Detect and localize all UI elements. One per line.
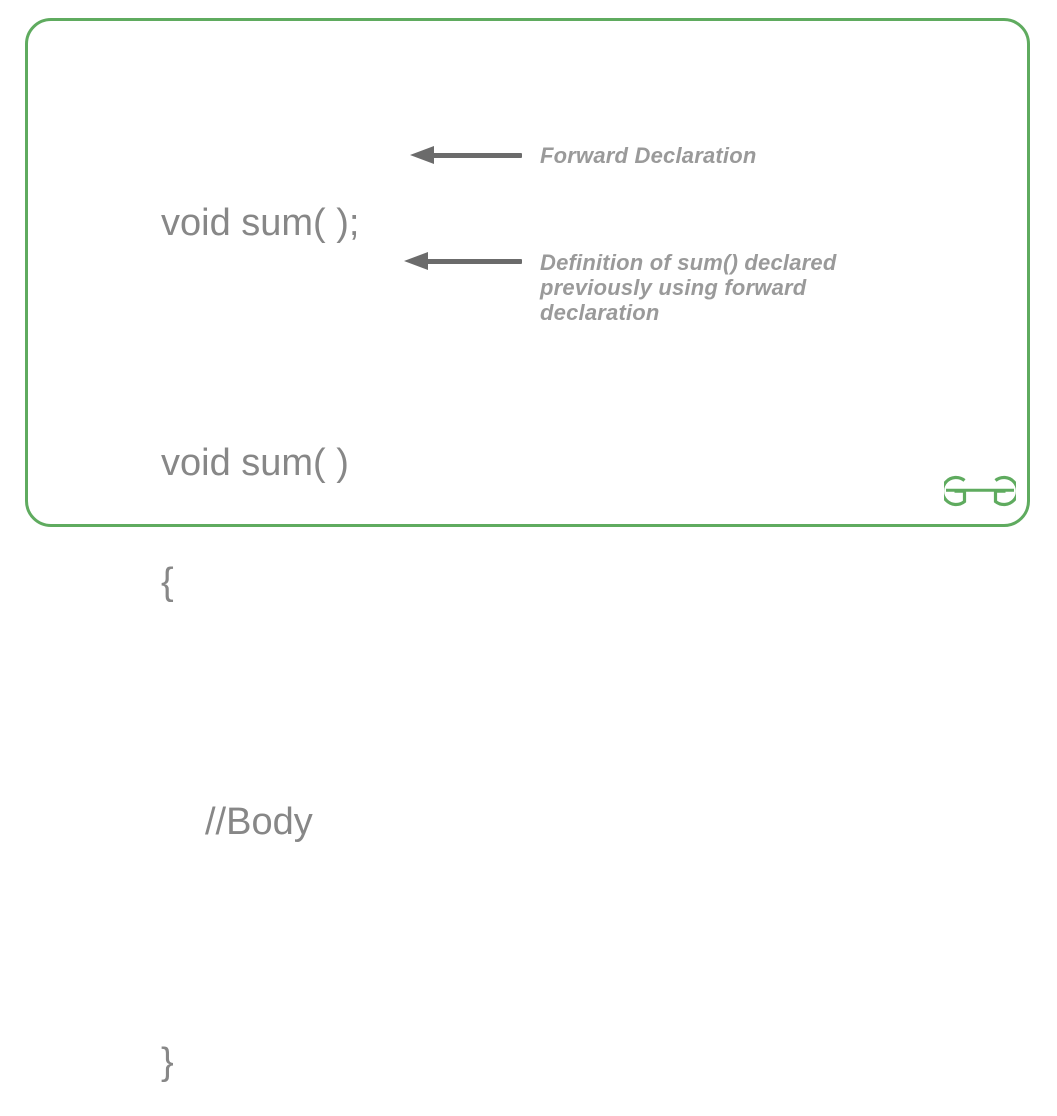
code-block: void sum( ); void sum( ) { //Body } xyxy=(161,128,359,1116)
arrow-head-icon xyxy=(410,146,434,164)
annotation-forward-declaration: Forward Declaration xyxy=(540,143,757,168)
annotation-definition: Definition of sum() declared previously … xyxy=(540,250,940,325)
geeksforgeeks-logo-icon xyxy=(944,468,1016,514)
arrow-shaft xyxy=(426,259,522,264)
code-line-close-brace: } xyxy=(161,1041,174,1083)
annotation-definition-line-1: Definition of sum() declared xyxy=(540,250,837,275)
annotation-definition-line-3: declaration xyxy=(540,300,660,325)
arrow-head-icon xyxy=(404,252,428,270)
code-line-definition-signature: void sum( ) xyxy=(161,442,349,484)
left-arrow-icon xyxy=(404,248,522,274)
code-line-open-brace: { xyxy=(161,561,174,603)
code-line-forward-declaration: void sum( ); xyxy=(161,202,360,244)
code-line-body-comment: //Body xyxy=(205,801,313,843)
annotation-definition-line-2: previously using forward xyxy=(540,275,807,300)
screenshot-canvas: void sum( ); void sum( ) { //Body } Forw… xyxy=(25,18,1030,1081)
arrow-shaft xyxy=(432,153,522,158)
code-line-blank-3 xyxy=(161,927,359,967)
code-line-blank-2 xyxy=(161,687,359,727)
left-arrow-icon xyxy=(410,142,522,168)
code-line-blank-1 xyxy=(161,328,359,368)
content-frame xyxy=(25,18,1030,527)
